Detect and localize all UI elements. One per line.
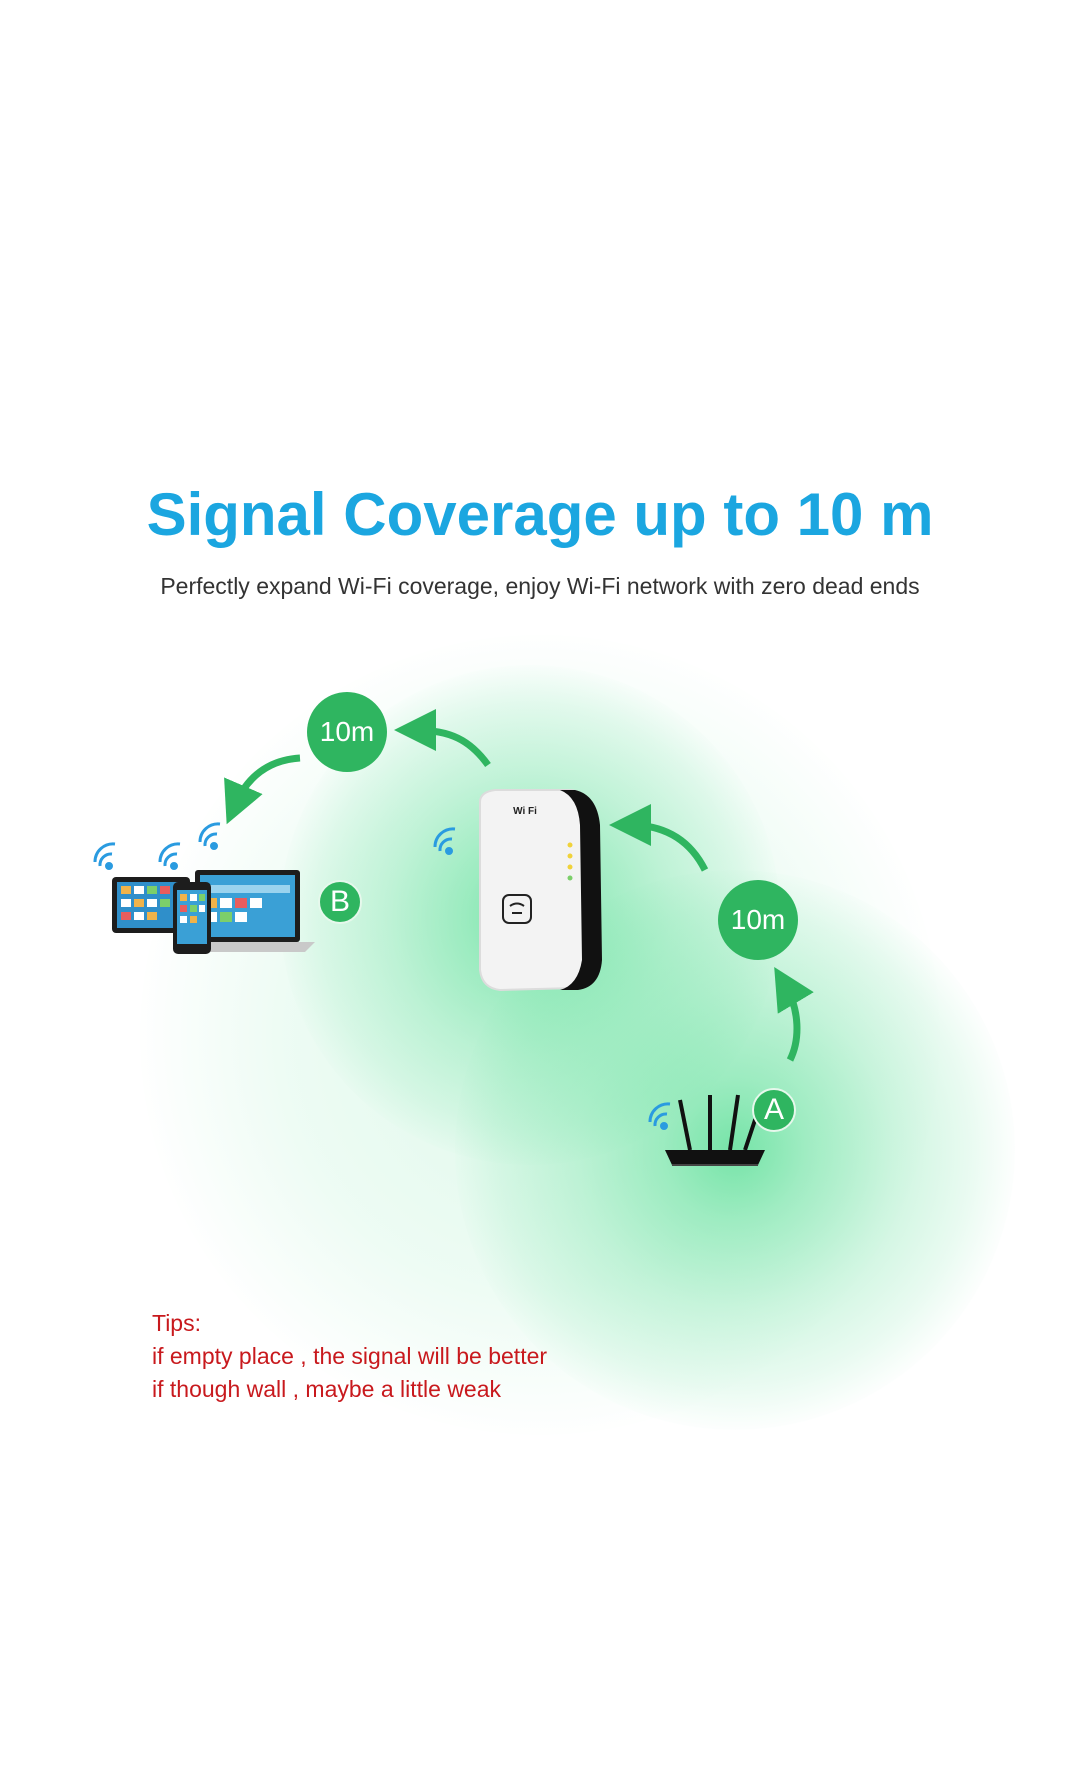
wifi-icon: [648, 1102, 671, 1130]
repeater-device-icon: [479, 789, 602, 992]
tablet-icon: [112, 877, 190, 933]
tips-title: Tips:: [152, 1310, 201, 1336]
tips-line-1: if empty place , the signal will be bett…: [152, 1343, 548, 1369]
distance-badge-right: 10m: [718, 880, 798, 960]
headline: Signal Coverage up to 10 m: [146, 481, 934, 548]
point-badge-b: B: [318, 880, 362, 924]
curved-arrow-icon: [394, 709, 491, 768]
tips-block: Tips: if empty place , the signal will b…: [152, 1307, 547, 1406]
laptop-icon: [180, 870, 315, 952]
distance-badge-upper: 10m: [307, 692, 387, 772]
curved-arrow-icon: [609, 804, 709, 872]
router-icon: [665, 1094, 765, 1166]
subheadline: Perfectly expand Wi-Fi coverage, enjoy W…: [160, 573, 920, 599]
wifi-icon: [158, 842, 181, 870]
wifi-icon: [433, 827, 456, 855]
wifi-icon: [93, 842, 116, 870]
tips-line-2: if though wall , maybe a little weak: [152, 1376, 502, 1402]
repeater-label: Wi Fi: [513, 806, 537, 817]
phone-icon: [173, 882, 211, 954]
wifi-icon: [198, 822, 221, 850]
curved-arrow-icon: [774, 966, 814, 1062]
point-badge-a: A: [752, 1088, 796, 1132]
curved-arrow-icon: [224, 754, 301, 825]
